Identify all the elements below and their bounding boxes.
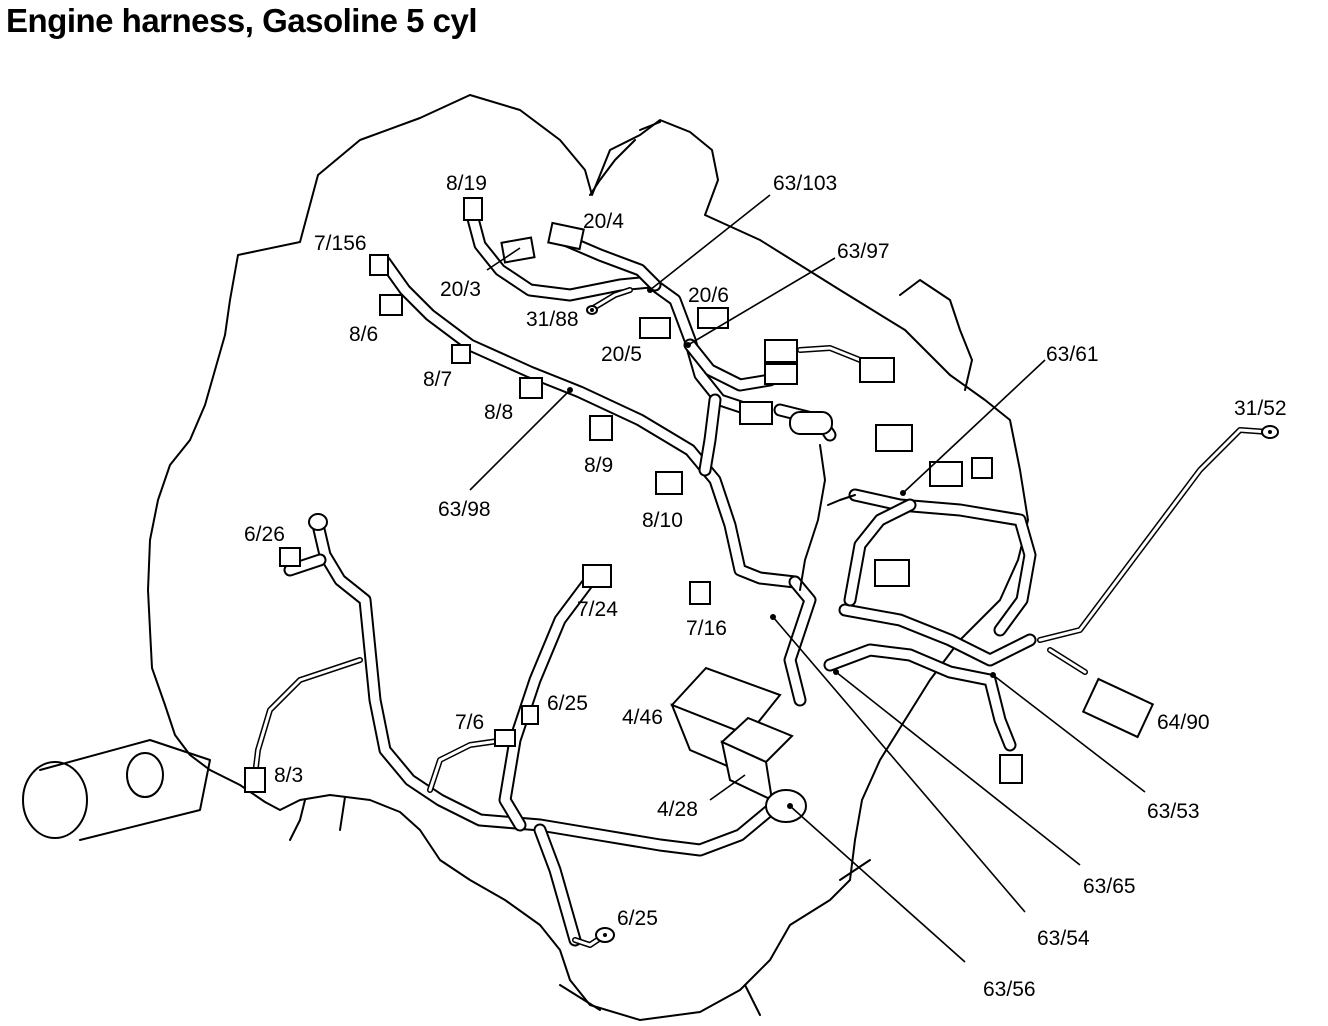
ring-terminal-6-26 (308, 513, 328, 531)
connector-8-8 (519, 377, 543, 399)
label-63-98: 63/98 (438, 498, 491, 521)
label-4-46: 4/46 (622, 706, 663, 729)
label-63-65: 63/65 (1083, 875, 1136, 898)
callout-labels: 8/19 20/4 63/103 7/156 63/97 20/3 20/6 3… (244, 172, 1287, 1001)
label-31-88: 31/88 (526, 308, 579, 331)
label-63-61: 63/61 (1046, 343, 1099, 366)
label-8-6: 8/6 (349, 323, 378, 346)
connector-63-61-c (971, 457, 993, 479)
thin-lead-2 (827, 494, 856, 506)
label-20-4: 20/4 (583, 210, 624, 233)
label-8-3: 8/3 (274, 764, 303, 787)
connectors (244, 197, 1279, 943)
connector-7-16 (689, 581, 711, 605)
label-20-6: 20/6 (688, 284, 729, 307)
label-63-54: 63/54 (1037, 927, 1090, 950)
connector-8-9 (589, 415, 613, 441)
label-8-8: 8/8 (484, 401, 513, 424)
connector-8-3 (244, 767, 266, 793)
label-6-26: 6/26 (244, 523, 285, 546)
connector-8-7 (451, 344, 471, 364)
label-8-7: 8/7 (423, 368, 452, 391)
label-63-53: 63/53 (1147, 800, 1200, 823)
thin-wires (252, 287, 1271, 948)
connector-20-5 (639, 317, 671, 339)
connector-7-6 (494, 729, 516, 747)
connector-right-top (859, 357, 895, 383)
label-8-9: 8/9 (584, 454, 613, 477)
label-63-56: 63/56 (983, 978, 1036, 1001)
label-6-25-top: 6/25 (547, 692, 588, 715)
label-7-24: 7/24 (577, 598, 618, 621)
connector-64-90 (1081, 677, 1155, 739)
engine-outline (22, 94, 1029, 1021)
label-6-25-bottom: 6/25 (617, 907, 658, 930)
connector-bottom-right (999, 754, 1023, 784)
connector-8-10 (655, 471, 683, 495)
label-7-156: 7/156 (314, 232, 367, 255)
connector-mid-a (764, 339, 798, 363)
connector-mid-right (874, 559, 910, 587)
connector-8-6 (379, 294, 403, 316)
grommet-63-56 (765, 789, 807, 823)
connector-63-61-b (929, 461, 963, 487)
diagram-title: Engine harness, Gasoline 5 cyl (6, 2, 478, 39)
label-7-16: 7/16 (686, 617, 727, 640)
label-8-19: 8/19 (446, 172, 487, 195)
label-20-3: 20/3 (440, 278, 481, 301)
label-64-90: 64/90 (1157, 711, 1210, 734)
connector-6-25-top (521, 705, 539, 725)
label-63-103: 63/103 (773, 172, 837, 195)
connector-20-4 (547, 221, 585, 251)
connector-8-19 (463, 197, 483, 221)
leader-dots (567, 287, 1272, 937)
label-20-5: 20/5 (601, 343, 642, 366)
connector-6-26 (279, 547, 301, 567)
leader-lines (469, 194, 1146, 963)
label-4-28: 4/28 (657, 798, 698, 821)
label-31-52: 31/52 (1234, 397, 1287, 420)
connector-20-6 (697, 307, 729, 329)
label-63-97: 63/97 (837, 240, 890, 263)
connector-mid-b (764, 363, 798, 385)
connector-mid-c (739, 401, 773, 425)
thin-lead (799, 444, 826, 591)
sensor-tube (789, 411, 833, 435)
label-7-6: 7/6 (455, 711, 484, 734)
connector-7-24 (582, 564, 612, 588)
connector-63-61-a (875, 424, 913, 452)
connector-7-156 (369, 254, 389, 276)
label-8-10: 8/10 (642, 509, 683, 532)
